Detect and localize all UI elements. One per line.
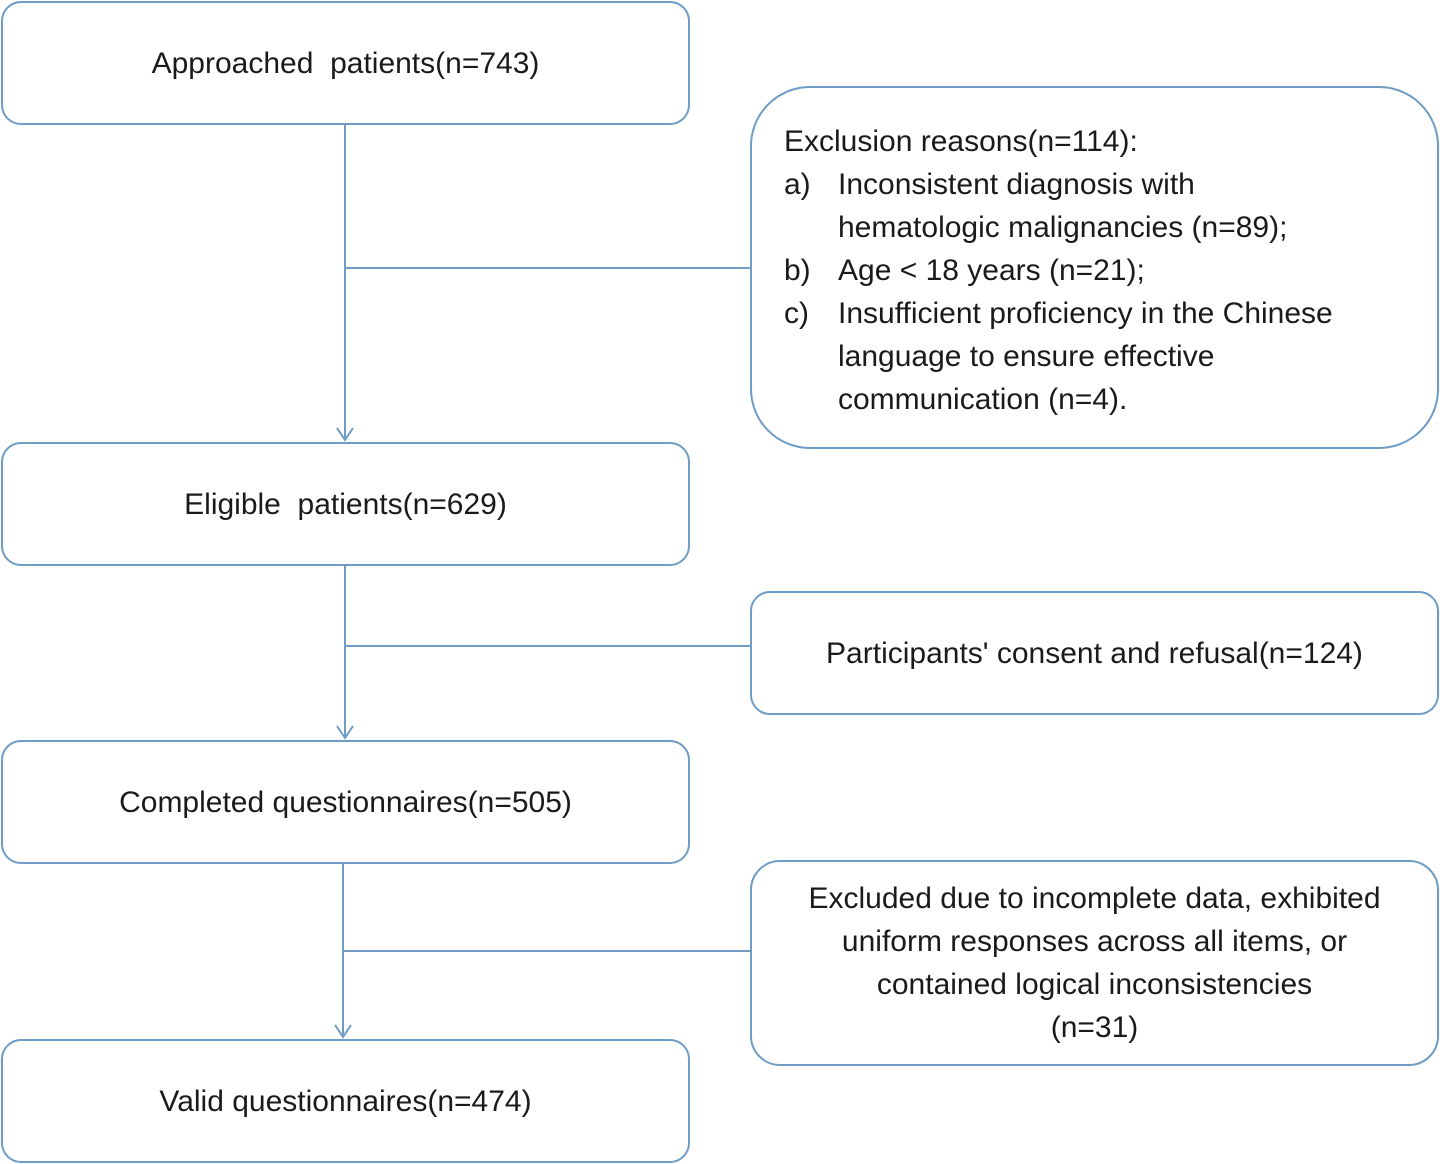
exclusion-item-a: a) Inconsistent diagnosis with hematolog… <box>784 163 1407 249</box>
valid-questionnaires-label: Valid questionnaires(n=474) <box>159 1084 532 1118</box>
exclusion-item-b: b) Age < 18 years (n=21); <box>784 249 1407 292</box>
arrowhead-valid <box>334 1024 352 1039</box>
exclusion-item-c: c) Insufficient proficiency in the Chine… <box>784 292 1407 421</box>
eligible-patients-box: Eligible patients(n=629) <box>1 442 690 566</box>
approached-patients-label: Approached patients(n=743) <box>151 46 540 80</box>
exclusion-reasons-box: Exclusion reasons(n=114): a) Inconsisten… <box>750 86 1439 449</box>
completed-questionnaires-label: Completed questionnaires(n=505) <box>119 785 572 819</box>
exclusion-line: Inconsistent diagnosis with <box>838 168 1195 201</box>
arrowhead-eligible <box>336 427 354 442</box>
excluded-line: uniform responses across all items, or <box>841 925 1348 958</box>
exclusion-line: language to ensure effective <box>838 340 1215 373</box>
exclusion-line: communication (n=4). <box>838 383 1128 416</box>
exclusion-marker: b) <box>784 254 811 287</box>
excluded-line: contained logical inconsistencies <box>876 968 1313 1001</box>
consent-refusal-label: Participants' consent and refusal(n=124) <box>826 636 1363 670</box>
exclusion-line: Age < 18 years (n=21); <box>838 254 1145 287</box>
eligible-patients-label: Eligible patients(n=629) <box>184 487 507 521</box>
exclusion-marker: a) <box>784 168 811 201</box>
excluded-line: (n=31) <box>1050 1011 1139 1044</box>
exclusion-line: Insufficient proficiency in the Chinese <box>838 297 1333 330</box>
exclusion-text: Insufficient proficiency in the Chinese … <box>838 292 1407 421</box>
exclusion-heading: Exclusion reasons(n=114): <box>784 125 1138 158</box>
exclusion-text: Inconsistent diagnosis with hematologic … <box>838 163 1407 249</box>
excluded-line: Excluded due to incomplete data, exhibit… <box>808 882 1381 915</box>
consent-refusal-box: Participants' consent and refusal(n=124) <box>750 591 1439 715</box>
excluded-questionnaires-box: Excluded due to incomplete data, exhibit… <box>750 860 1439 1066</box>
completed-questionnaires-box: Completed questionnaires(n=505) <box>1 740 690 864</box>
exclusion-line: hematologic malignancies (n=89); <box>838 211 1288 244</box>
exclusion-text: Age < 18 years (n=21); <box>838 249 1407 292</box>
excluded-questionnaires-text: Excluded due to incomplete data, exhibit… <box>808 877 1380 1049</box>
approached-patients-box: Approached patients(n=743) <box>1 1 690 125</box>
arrowhead-completed <box>336 725 354 740</box>
exclusion-list: a) Inconsistent diagnosis with hematolog… <box>784 163 1407 421</box>
exclusion-marker: c) <box>784 297 809 330</box>
valid-questionnaires-box: Valid questionnaires(n=474) <box>1 1039 690 1163</box>
